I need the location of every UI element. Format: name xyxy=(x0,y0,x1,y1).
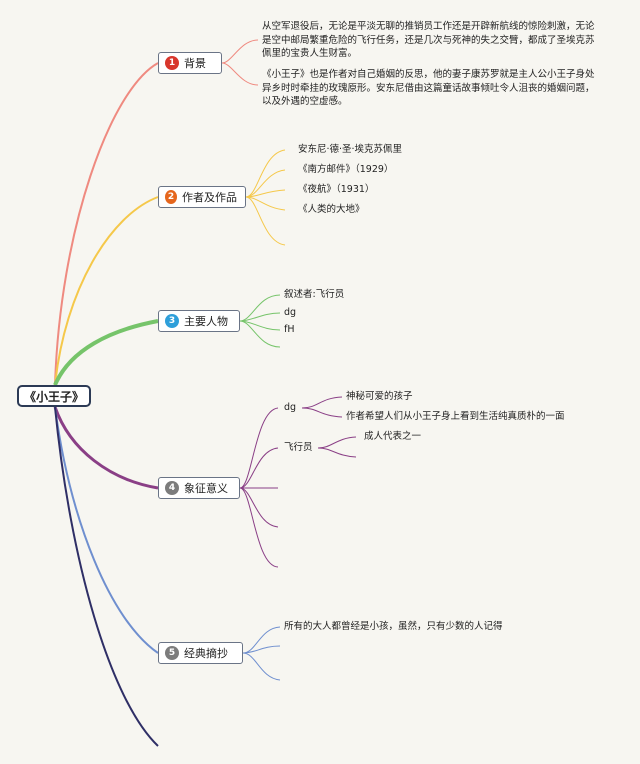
subline-bg-1 xyxy=(221,39,259,64)
topic-symbolism[interactable]: 4 象征意义 xyxy=(158,477,240,499)
subline-sym-5 xyxy=(239,487,279,568)
branch-line-quotes xyxy=(54,406,159,654)
branch-line-characters xyxy=(53,319,159,386)
character-item: 叙述者:飞行员 xyxy=(284,289,345,300)
subline-author-5 xyxy=(245,196,286,246)
branch-line-author xyxy=(54,196,159,386)
topic-number-badge: 1 xyxy=(165,56,179,70)
topic-background[interactable]: 1 背景 xyxy=(158,52,222,74)
background-paragraph-1: 从空军退役后，无论是平淡无聊的推销员工作还是开辟新航线的惊险刺激，无论是空中邮局… xyxy=(262,21,595,59)
topic-quotes[interactable]: 5 经典摘抄 xyxy=(158,642,243,664)
symbol-dg-child: 作者希望人们从小王子身上看到生活纯真质朴的一面 xyxy=(346,411,565,422)
symbol-dg-label: dg xyxy=(284,402,297,413)
root-label: 《小王子》 xyxy=(23,389,84,404)
subline-bg-2 xyxy=(221,62,259,86)
topic-number-badge: 4 xyxy=(165,481,179,495)
topic-label: 经典摘抄 xyxy=(184,647,228,660)
character-item: dg xyxy=(284,307,297,318)
author-item: 《人类的大地》 xyxy=(298,204,365,215)
subline-sym-dg xyxy=(239,407,279,489)
subline-author-2 xyxy=(245,169,286,198)
author-item: 安东尼·德·圣·埃克苏佩里 xyxy=(298,144,403,155)
subline-char-3 xyxy=(239,320,281,331)
subline-sym-pilot-1 xyxy=(317,436,357,449)
subline-author-1 xyxy=(245,149,286,198)
topic-main-characters[interactable]: 3 主要人物 xyxy=(158,310,240,332)
branch-line-background xyxy=(54,62,159,386)
subline-quote-3 xyxy=(242,652,281,681)
subline-quote-2 xyxy=(242,645,281,654)
subline-char-2 xyxy=(239,312,281,322)
subline-quote-1 xyxy=(242,626,281,654)
subline-author-4 xyxy=(245,196,286,211)
subline-char-4 xyxy=(239,320,281,348)
branch-line-symbolism xyxy=(53,406,159,490)
branch-line-extra xyxy=(54,406,159,747)
character-item: fH xyxy=(284,324,295,335)
subline-sym-dg-2 xyxy=(301,407,343,418)
subline-char-1 xyxy=(239,294,281,322)
author-item: 《南方邮件》（1929） xyxy=(298,164,394,175)
symbol-pilot-label: 飞行员 xyxy=(284,442,313,453)
topic-label: 象征意义 xyxy=(184,482,228,495)
topic-number-badge: 3 xyxy=(165,314,179,328)
symbol-dg-child: 神秘可爱的孩子 xyxy=(346,391,413,402)
symbol-pilot-child: 成人代表之一 xyxy=(364,431,422,442)
author-item: 《夜航》（1931） xyxy=(298,184,375,195)
subline-sym-4 xyxy=(239,487,279,528)
topic-label: 背景 xyxy=(184,57,206,70)
topic-number-badge: 5 xyxy=(165,646,179,660)
subline-sym-pilot-2 xyxy=(317,447,357,458)
subline-sym-pilot xyxy=(239,447,279,489)
topic-label: 主要人物 xyxy=(184,315,228,328)
root-node[interactable]: 《小王子》 xyxy=(17,385,91,407)
topic-author-works[interactable]: 2 作者及作品 xyxy=(158,186,246,208)
topic-label: 作者及作品 xyxy=(182,191,237,204)
quote-item: 所有的大人都曾经是小孩，虽然，只有少数的人记得 xyxy=(284,621,503,632)
subline-sym-dg-1 xyxy=(301,396,343,409)
topic-number-badge: 2 xyxy=(165,190,177,204)
background-paragraph-2: 《小王子》也是作者对自己婚姻的反思，他的妻子康苏罗就是主人公小王子身处异乡时时牵… xyxy=(262,69,595,107)
